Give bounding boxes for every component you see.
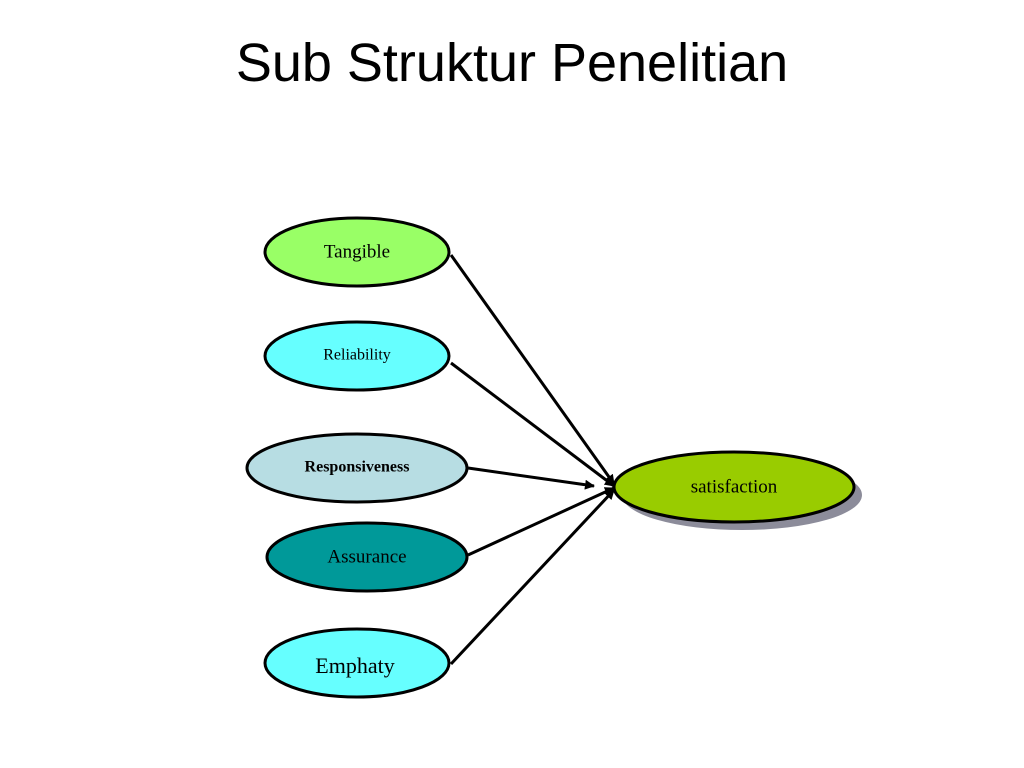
arrow-responsiveness-to-satisfaction xyxy=(467,466,595,490)
slide-title: Sub Struktur Penelitian xyxy=(235,33,789,93)
node-tangible-label: Tangible xyxy=(324,241,390,262)
node-emphaty-label: Emphaty xyxy=(315,653,394,678)
node-satisfaction-label: satisfaction xyxy=(691,476,778,497)
node-reliability: Reliability xyxy=(263,320,451,392)
node-reliability-shape xyxy=(263,320,451,392)
arrow-reliability-to-satisfaction xyxy=(450,361,615,488)
node-satisfaction: satisfaction xyxy=(612,450,862,530)
node-satisfaction-shape xyxy=(612,450,856,524)
node-responsiveness-label: Responsiveness xyxy=(305,459,410,476)
node-responsiveness: Responsiveness xyxy=(245,432,469,504)
node-emphaty: Emphaty xyxy=(263,627,451,699)
arrow-tangible-to-satisfaction xyxy=(449,254,616,485)
node-emphaty-shape xyxy=(263,627,451,699)
arrow-emphaty-to-satisfaction xyxy=(449,488,616,666)
node-assurance-shape xyxy=(265,521,469,593)
arrow-assurance-to-satisfaction xyxy=(467,486,615,557)
node-assurance-label: Assurance xyxy=(327,546,406,567)
node-tangible-shape xyxy=(263,216,451,288)
node-tangible: Tangible xyxy=(263,216,451,288)
node-responsiveness-shape xyxy=(245,432,469,504)
edge-layer xyxy=(449,254,616,666)
node-reliability-label: Reliability xyxy=(323,347,391,364)
node-assurance: Assurance xyxy=(265,521,469,593)
